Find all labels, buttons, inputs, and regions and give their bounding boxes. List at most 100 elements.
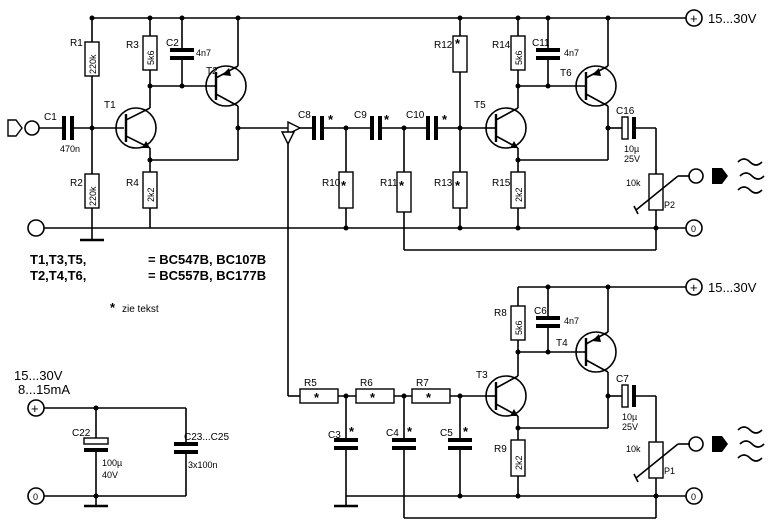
top-supply-rail: + 15...30V <box>92 9 757 27</box>
resistor-R7: R7 * <box>411 378 451 405</box>
note-pnp-names: T2,T4,T6, <box>30 268 86 283</box>
resistor-R8: R8 5k6 <box>494 287 526 352</box>
svg-text:+: + <box>31 401 39 416</box>
svg-text:C5: C5 <box>440 428 453 439</box>
resistor-R11: R11 * <box>380 128 656 251</box>
resistor-R2: R2 220k <box>70 173 100 228</box>
svg-text:*: * <box>455 36 461 51</box>
svg-text:R1: R1 <box>70 38 83 49</box>
svg-text:5k6: 5k6 <box>514 320 524 335</box>
svg-text:+: + <box>690 280 698 295</box>
resistor-R15: R15 2k2 <box>492 171 526 228</box>
capacitor-C23-C25: C23...C25 3x100n <box>174 408 229 496</box>
svg-text:C9: C9 <box>354 110 367 121</box>
note-star: * <box>110 300 116 315</box>
output-connector-bottom <box>688 436 728 452</box>
potentiometer-P2: 10k P2 <box>626 128 690 250</box>
capacitor-C4: C4 * <box>386 396 416 518</box>
svg-text:R7: R7 <box>416 378 429 389</box>
note-npn-types: = BC547B, BC107B <box>148 252 266 267</box>
resistor-R3: R3 5k6 <box>126 18 158 86</box>
svg-text:T2: T2 <box>206 66 218 77</box>
svg-text:0: 0 <box>691 492 696 502</box>
svg-text:R4: R4 <box>126 178 139 189</box>
svg-text:T4: T4 <box>556 338 568 349</box>
note-zie-tekst: zie tekst <box>122 304 159 315</box>
svg-text:10µ: 10µ <box>622 412 637 422</box>
svg-text:R3: R3 <box>126 40 139 51</box>
svg-text:C2: C2 <box>166 38 179 49</box>
svg-text:220k: 220k <box>88 186 98 206</box>
svg-text:*: * <box>341 178 347 193</box>
svg-text:5k6: 5k6 <box>514 50 524 65</box>
note-npn-names: T1,T3,T5, <box>30 252 86 267</box>
potentiometer-P1: 10k P1 <box>626 396 690 518</box>
supply-label-mid: 15...30V <box>708 280 757 295</box>
svg-text:R12: R12 <box>434 40 453 51</box>
resistor-R12: R12 * <box>434 18 468 172</box>
svg-text:220k: 220k <box>88 54 98 74</box>
svg-text:R11: R11 <box>380 178 398 189</box>
svg-text:10µ: 10µ <box>624 144 639 154</box>
top-ground-rail: 0 <box>27 219 703 242</box>
output-connector-top <box>688 168 728 184</box>
svg-text:470n: 470n <box>60 144 80 154</box>
resistor-R14: R14 5k6 <box>492 18 526 86</box>
svg-text:P1: P1 <box>664 466 675 476</box>
svg-text:10k: 10k <box>626 178 641 188</box>
svg-text:R13: R13 <box>434 178 453 189</box>
svg-text:T3: T3 <box>476 370 488 381</box>
svg-text:*: * <box>314 390 320 405</box>
resistor-R10: R10 * <box>322 128 354 228</box>
svg-text:C10: C10 <box>406 110 425 121</box>
capacitor-C11: C11 4n7 <box>518 18 584 87</box>
svg-text:*: * <box>349 424 355 439</box>
capacitor-C22: C22 100µ 40V <box>72 408 122 496</box>
svg-text:2k2: 2k2 <box>514 455 524 470</box>
svg-text:T1: T1 <box>104 100 116 111</box>
capacitor-C7: C7 10µ 25V <box>608 374 656 432</box>
bottom-ground-rail: 0 <box>334 487 703 508</box>
svg-text:R8: R8 <box>494 308 507 319</box>
svg-text:R6: R6 <box>360 378 373 389</box>
svg-text:C4: C4 <box>386 428 399 439</box>
svg-text:C6: C6 <box>534 306 547 317</box>
wave-icon-bottom <box>737 426 765 462</box>
transistor-T1: T1 <box>104 86 157 172</box>
svg-text:C16: C16 <box>616 106 635 117</box>
svg-text:4n7: 4n7 <box>196 48 211 58</box>
transistor-T6: T6 <box>518 18 617 161</box>
svg-text:R9: R9 <box>494 444 507 455</box>
svg-text:2k2: 2k2 <box>146 187 156 202</box>
left-supply: + 0 <box>27 399 186 508</box>
capacitor-C1: C1 470n <box>44 112 124 154</box>
svg-text:R2: R2 <box>70 178 83 189</box>
capacitor-C9: C9 * <box>354 110 390 140</box>
svg-text:*: * <box>455 178 461 193</box>
svg-text:4n7: 4n7 <box>564 48 579 58</box>
svg-text:40V: 40V <box>102 470 118 480</box>
svg-text:R10: R10 <box>322 178 341 189</box>
resistor-R13: R13 * <box>434 171 468 228</box>
svg-text:R14: R14 <box>492 40 511 51</box>
svg-text:100µ: 100µ <box>102 458 122 468</box>
svg-text:5k6: 5k6 <box>146 50 156 65</box>
junction-arrow-down <box>280 131 296 146</box>
svg-text:0: 0 <box>33 492 38 502</box>
resistor-R4: R4 2k2 <box>126 171 158 228</box>
svg-text:C8: C8 <box>298 110 311 121</box>
svg-text:4n7: 4n7 <box>564 316 579 326</box>
mid-supply-rail: + 15...30V <box>518 278 757 296</box>
svg-text:*: * <box>407 424 413 439</box>
wave-icon-top <box>737 158 765 194</box>
svg-text:*: * <box>442 112 448 127</box>
capacitor-C8: C8 * <box>298 110 334 140</box>
resistor-R5: R5 * <box>299 378 339 405</box>
transistor-T4: T4 <box>518 287 617 429</box>
svg-text:C1: C1 <box>44 112 57 123</box>
resistor-R6: R6 * <box>355 378 395 405</box>
svg-text:*: * <box>463 424 469 439</box>
svg-text:T5: T5 <box>474 100 486 111</box>
svg-text:R15: R15 <box>492 178 511 189</box>
capacitor-C5: C5 * <box>440 396 472 496</box>
